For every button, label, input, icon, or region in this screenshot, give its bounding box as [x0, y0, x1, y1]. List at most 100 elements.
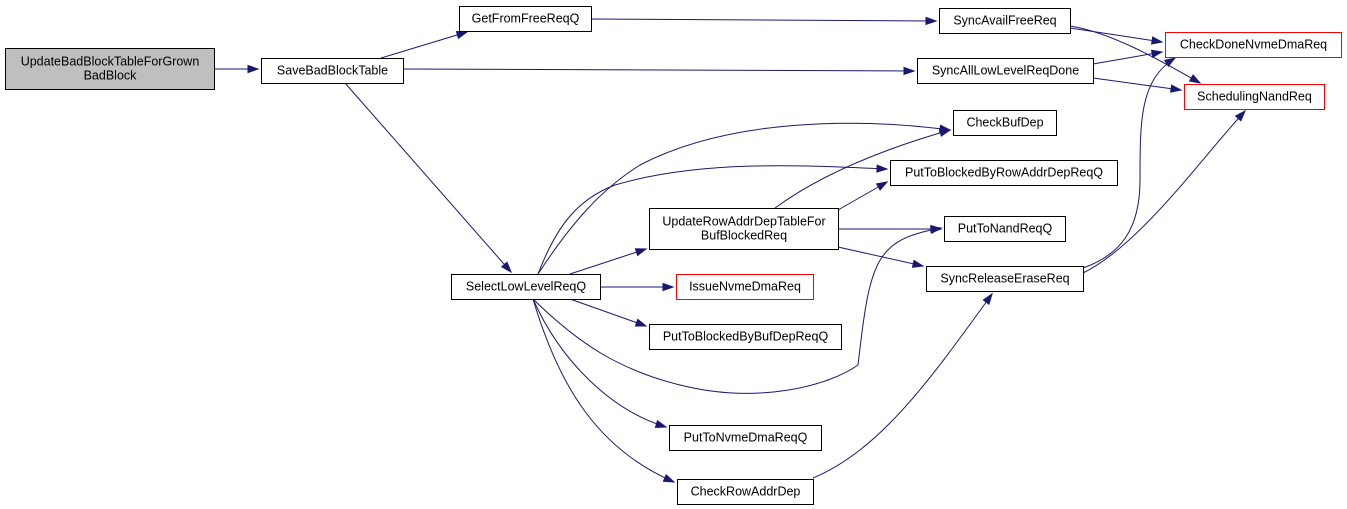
- edge-SyncAllLowLevelReqDone-to-CheckDoneNvmeDmaReq: [1092, 49, 1164, 65]
- edge-line: [1092, 51, 1163, 65]
- node-label: SchedulingNandReq: [1197, 90, 1312, 104]
- node-label: CheckDoneNvmeDmaReq: [1180, 38, 1327, 52]
- node-box: [917, 58, 1094, 84]
- arrowhead-icon: [662, 473, 676, 483]
- edge-UpdateRowAddrDepTableForBufBlockedReq-to-CheckBufDep: [774, 128, 952, 209]
- edge-SelectLowLevelReqQ-to-CheckBufDep: [537, 122, 952, 275]
- edge-line: [590, 18, 937, 22]
- edge-line: [537, 122, 951, 275]
- node-label: PutToBlockedByRowAddrDepReqQ: [905, 166, 1103, 180]
- edge-SaveBadBlockTable-to-GetFromFreeReqQ: [380, 31, 469, 59]
- node-CheckRowAddrDep[interactable]: CheckRowAddrDep: [677, 479, 814, 505]
- edge-UpdateBadBlockTableForGrownBadBlock-to-SaveBadBlockTable: [214, 64, 260, 74]
- node-box: [451, 274, 601, 300]
- edge-SelectLowLevelReqQ-to-IssueNvmeDmaReq: [600, 282, 675, 292]
- node-box: [459, 6, 592, 32]
- arrowhead-icon: [654, 419, 668, 428]
- edge-SaveBadBlockTable-to-SelectLowLevelReqQ: [344, 82, 512, 274]
- node-SyncReleaseEraseReq[interactable]: SyncReleaseEraseReq: [926, 266, 1084, 292]
- arrowhead-icon: [634, 248, 648, 257]
- node-IssueNvmeDmaReq[interactable]: IssueNvmeDmaReq: [676, 274, 814, 300]
- node-label: PutToNvmeDmaReqQ: [684, 431, 808, 445]
- edge-line: [380, 31, 468, 59]
- node-SyncAllLowLevelReqDone[interactable]: SyncAllLowLevelReqDone: [917, 58, 1094, 84]
- edge-SelectLowLevelReqQ-to-CheckRowAddrDep: [532, 298, 676, 483]
- arrowhead-icon: [875, 181, 889, 191]
- edge-line: [1082, 57, 1176, 269]
- arrowhead-icon: [903, 66, 916, 76]
- arrowhead-icon: [1170, 84, 1183, 93]
- node-SelectLowLevelReqQ[interactable]: SelectLowLevelReqQ: [451, 274, 601, 300]
- arrowhead-icon: [1150, 36, 1164, 45]
- node-label: PutToNandReqQ: [958, 222, 1053, 236]
- edge-SelectLowLevelReqQ-to-PutToNandReqQ: [532, 225, 943, 394]
- edge-CheckRowAddrDep-to-SyncReleaseEraseReq: [812, 292, 993, 479]
- edge-SyncReleaseEraseReq-to-SchedulingNandReq: [1082, 109, 1247, 274]
- node-label: SaveBadBlockTable: [277, 64, 388, 78]
- edge-SaveBadBlockTable-to-SyncAllLowLevelReqDone: [402, 66, 916, 76]
- arrowhead-icon: [500, 261, 512, 274]
- edge-line: [812, 293, 993, 479]
- node-box: [5, 48, 215, 90]
- node-box: [669, 425, 822, 451]
- node-box: [953, 110, 1057, 136]
- edge-SelectLowLevelReqQ-to-PutToNvmeDmaReqQ: [532, 298, 668, 428]
- node-box: [944, 216, 1066, 242]
- edges-layer: [214, 16, 1247, 483]
- node-SchedulingNandReq[interactable]: SchedulingNandReq: [1184, 84, 1325, 110]
- arrowhead-icon: [982, 292, 993, 305]
- node-label: SyncAvailFreeReq: [953, 14, 1056, 28]
- edge-UpdateRowAddrDepTableForBufBlockedReq-to-PutToBlockedByRowAddrDepReqQ: [837, 181, 889, 211]
- node-label: CheckBufDep: [966, 116, 1043, 130]
- edge-SyncReleaseEraseReq-to-CheckDoneNvmeDmaReq: [1082, 57, 1177, 269]
- edge-line: [837, 246, 924, 267]
- node-PutToNandReqQ[interactable]: PutToNandReqQ: [944, 216, 1066, 242]
- node-label: BufBlockedReq: [701, 229, 787, 243]
- node-label: CheckRowAddrDep: [691, 485, 801, 499]
- arrowhead-icon: [938, 128, 952, 137]
- arrowhead-icon: [1234, 109, 1247, 122]
- edge-line: [537, 165, 888, 275]
- node-box: [676, 274, 814, 300]
- arrowhead-icon: [911, 259, 925, 268]
- node-CheckDoneNvmeDmaReq[interactable]: CheckDoneNvmeDmaReq: [1165, 32, 1342, 58]
- edge-line: [532, 227, 942, 394]
- node-SaveBadBlockTable[interactable]: SaveBadBlockTable: [261, 58, 404, 84]
- node-box: [926, 266, 1084, 292]
- edge-UpdateRowAddrDepTableForBufBlockedReq-to-SyncReleaseEraseReq: [837, 246, 925, 268]
- edge-SelectLowLevelReqQ-to-UpdateRowAddrDepTableForBufBlockedReq: [569, 248, 648, 275]
- edge-SyncAllLowLevelReqDone-to-SchedulingNandReq: [1092, 77, 1183, 93]
- arrowhead-icon: [876, 164, 889, 173]
- node-box: [939, 8, 1071, 34]
- edge-line: [344, 82, 512, 273]
- node-PutToBlockedByRowAddrDepReqQ[interactable]: PutToBlockedByRowAddrDepReqQ: [890, 160, 1118, 186]
- node-SyncAvailFreeReq[interactable]: SyncAvailFreeReq: [939, 8, 1071, 34]
- arrowhead-icon: [1188, 74, 1202, 84]
- edge-line: [1069, 25, 1201, 84]
- node-label: SelectLowLevelReqQ: [466, 280, 586, 294]
- node-box: [261, 58, 404, 84]
- edge-line: [532, 298, 667, 428]
- edge-SyncAvailFreeReq-to-CheckDoneNvmeDmaReq: [1069, 27, 1164, 45]
- node-box: [649, 208, 839, 250]
- arrowhead-icon: [247, 64, 260, 74]
- node-CheckBufDep[interactable]: CheckBufDep: [953, 110, 1057, 136]
- node-label: UpdateBadBlockTableForGrown: [21, 55, 200, 69]
- edge-line: [569, 248, 647, 275]
- arrowhead-icon: [925, 16, 938, 26]
- node-label: PutToBlockedByBufDepReqQ: [663, 330, 829, 344]
- edge-GetFromFreeReqQ-to-SyncAvailFreeReq: [590, 16, 938, 26]
- edge-SyncAvailFreeReq-to-SchedulingNandReq: [1069, 25, 1202, 84]
- arrowhead-icon: [1150, 49, 1164, 58]
- node-GetFromFreeReqQ[interactable]: GetFromFreeReqQ: [459, 6, 592, 32]
- node-label: IssueNvmeDmaReq: [689, 280, 801, 294]
- edge-line: [774, 129, 951, 209]
- arrowhead-icon: [1163, 57, 1177, 68]
- node-PutToBlockedByBufDepReqQ[interactable]: PutToBlockedByBufDepReqQ: [649, 324, 842, 350]
- node-PutToNvmeDmaReqQ[interactable]: PutToNvmeDmaReqQ: [669, 425, 822, 451]
- node-label: UpdateRowAddrDepTableFor: [662, 215, 825, 229]
- edge-line: [569, 298, 647, 327]
